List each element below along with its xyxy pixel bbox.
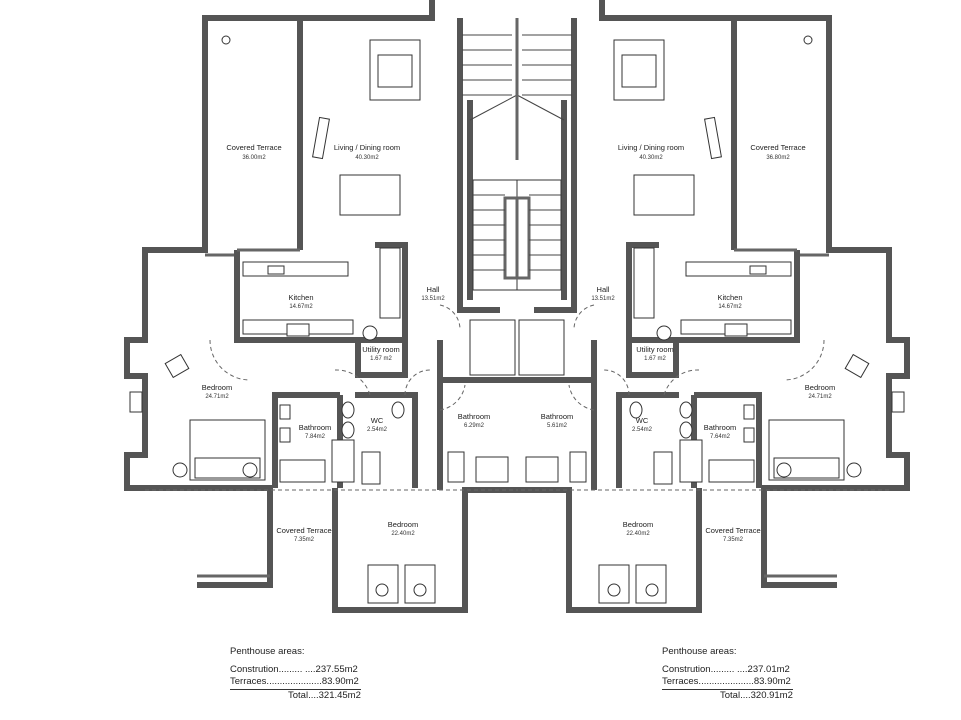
room-label: Bedroom (388, 520, 418, 529)
total-value: 321.45m2 (318, 689, 361, 701)
room-label: Hall (427, 285, 440, 294)
room-area: 2.54m2 (367, 427, 388, 433)
room-label: WC (371, 416, 384, 425)
room-label: Kitchen (717, 293, 742, 302)
terraces-value: 83.90m2 (321, 676, 359, 687)
room-label: Utility room (636, 345, 674, 354)
room-area: 24.71m2 (808, 394, 832, 400)
room-area: 13.51m2 (591, 296, 615, 302)
areas-heading: Penthouse areas: (230, 646, 305, 657)
room-area: 22.40m2 (626, 531, 650, 537)
room-label: WC (636, 416, 649, 425)
areas-summary-right: Penthouse areas: Constrution......... ..… (662, 646, 793, 702)
terraces-row: Terraces.....................83.90m2 (662, 676, 793, 689)
room-label: Living / Dining room (334, 143, 400, 152)
construction-value: 237.01m2 (747, 663, 790, 675)
areas-heading: Penthouse areas: (662, 646, 737, 657)
room-area: 7.84m2 (305, 434, 326, 440)
room-area: 7.35m2 (723, 537, 744, 543)
terraces-value: 83.90m2 (753, 676, 791, 687)
room-label: Bedroom (623, 520, 653, 529)
room-label: Bedroom (805, 383, 835, 392)
total-row: Total....321.45m2 (230, 688, 361, 703)
room-area: 14.67m2 (718, 304, 742, 310)
room-area: 36.00m2 (242, 155, 266, 161)
construction-label: Constrution......... .... (230, 663, 316, 675)
room-area: 24.71m2 (205, 394, 229, 400)
unit-walls-mirrored (517, 0, 907, 610)
room-area: 14.67m2 (289, 304, 313, 310)
room-label: Covered Terrace (226, 143, 281, 152)
construction-row: Constrution......... ....237.55m2 (230, 664, 361, 677)
room-label: Bathroom (541, 412, 574, 421)
construction-row: Constrution......... ....237.01m2 (662, 664, 793, 677)
total-row: Total....320.91m2 (662, 688, 793, 703)
room-label: Hall (597, 285, 610, 294)
room-area: 7.64m2 (710, 434, 731, 440)
room-label: Living / Dining room (618, 143, 684, 152)
room-label: Kitchen (288, 293, 313, 302)
room-area: 22.40m2 (391, 531, 415, 537)
total-label: Total.... (288, 689, 319, 701)
room-area: 6.29m2 (464, 423, 485, 429)
room-area: 5.61m2 (547, 423, 568, 429)
room-area: 40.30m2 (355, 155, 379, 161)
room-area: 2.54m2 (632, 427, 653, 433)
room-area: 1.67 m2 (370, 356, 392, 362)
room-label: Bathroom (704, 423, 737, 432)
total-value: 320.91m2 (750, 689, 793, 701)
areas-summary-left: Penthouse areas: Constrution......... ..… (230, 646, 361, 702)
room-area: 1.67 m2 (644, 356, 666, 362)
room-label: Covered Terrace (276, 526, 331, 535)
room-label: Bedroom (202, 383, 232, 392)
room-label: Covered Terrace (705, 526, 760, 535)
room-label: Covered Terrace (750, 143, 805, 152)
terraces-label: Terraces..................... (230, 676, 322, 687)
room-label: Bathroom (458, 412, 491, 421)
room-labels-left: Covered Terrace 36.00m2 Living / Dining … (202, 143, 490, 543)
room-labels-right: Living / Dining room 40.30m2 Covered Ter… (541, 143, 835, 543)
room-area: 7.35m2 (294, 537, 315, 543)
room-label: Utility room (362, 345, 400, 354)
room-area: 13.51m2 (421, 296, 445, 302)
unit-walls (124, 0, 519, 613)
construction-value: 237.55m2 (315, 663, 358, 675)
room-area: 36.80m2 (766, 155, 790, 161)
total-label: Total.... (720, 689, 751, 701)
room-area: 40.30m2 (639, 155, 663, 161)
terraces-row: Terraces.....................83.90m2 (230, 676, 361, 689)
construction-label: Constrution......... .... (662, 663, 748, 675)
terraces-label: Terraces..................... (662, 676, 754, 687)
room-label: Bathroom (299, 423, 332, 432)
